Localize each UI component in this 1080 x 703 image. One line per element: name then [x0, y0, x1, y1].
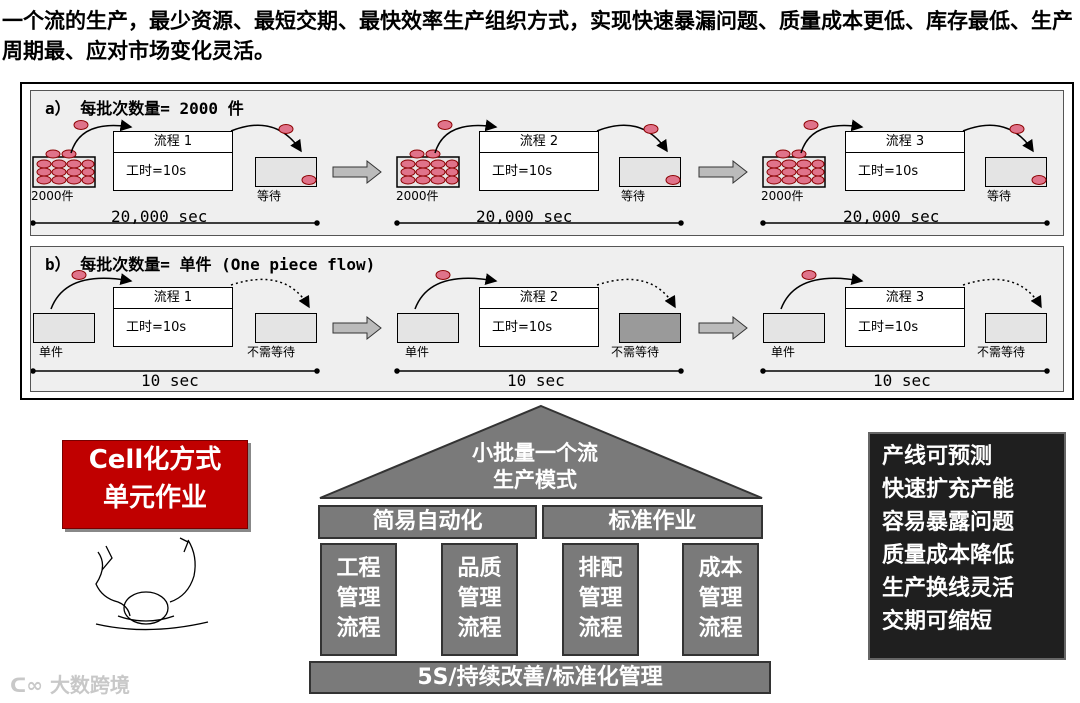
process-time: 工时=10s [492, 320, 553, 335]
process-name: 流程 3 [846, 288, 964, 309]
output-wait-box [985, 157, 1047, 187]
input-label: 单件 [405, 345, 430, 359]
cell-sign-line2: 单元作业 [102, 483, 207, 513]
timeline-icon [31, 368, 1050, 374]
timeline-icon [31, 220, 1050, 226]
panel-b-title: b） 每批次数量= 单件 (One piece flow) [45, 255, 376, 274]
transfer-arrow-icon [332, 159, 382, 185]
process-time: 工时=10s [858, 164, 919, 179]
process-box-3: 流程 3 工时=10s [845, 131, 965, 191]
beam-standard-work: 标准作业 [542, 505, 763, 539]
input-label: 2000件 [761, 189, 804, 203]
input-label: 单件 [39, 345, 64, 359]
watermark-logo-icon: ᑕ∞ [10, 673, 50, 697]
pillar-text: 管理 [698, 586, 743, 611]
panel-one-piece-flow: b） 每批次数量= 单件 (One piece flow) 流程 1 工时=10… [30, 246, 1064, 392]
process-time: 工时=10s [858, 320, 919, 335]
output-label: 等待 [987, 189, 1012, 203]
pillar-text: 品质 [457, 556, 502, 581]
benefit-item: 快速扩充产能 [882, 477, 1015, 502]
pillar-engineering: 工程 管理 流程 [320, 543, 397, 656]
duration-label: 20,000 sec [111, 207, 208, 226]
input-label: 2000件 [396, 189, 439, 203]
parts-stack-icon [32, 149, 96, 188]
foundation-base: 5S/持续改善/标准化管理 [309, 661, 771, 694]
cell-method-sign: Cell化方式 单元作业 [62, 440, 248, 529]
duration-label: 10 sec [507, 371, 565, 390]
house-roof-label: 小批量一个流 生产模式 [440, 440, 630, 494]
process-time: 工时=10s [126, 164, 187, 179]
pillar-text: 管理 [336, 586, 381, 611]
output-box [619, 313, 681, 343]
pillar-text: 管理 [578, 586, 623, 611]
pillar-cost: 成本 管理 流程 [682, 543, 759, 656]
cell-sign-line1: Cell化方式 [88, 445, 222, 475]
pillar-text: 流程 [698, 616, 743, 641]
process-name: 流程 1 [114, 132, 232, 153]
process-time: 工时=10s [126, 320, 187, 335]
duration-label: 20,000 sec [843, 207, 940, 226]
pillar-text: 排配 [578, 556, 623, 581]
duration-label: 10 sec [141, 371, 199, 390]
pillar-text: 成本 [698, 556, 743, 581]
panel-b-flow-graphics [31, 270, 1050, 374]
process-name: 流程 2 [480, 288, 598, 309]
roof-line1: 小批量一个流 [472, 441, 598, 465]
pillar-quality: 品质 管理 流程 [441, 543, 518, 656]
process-name: 流程 2 [480, 132, 598, 153]
roof-line2: 生产模式 [493, 468, 577, 492]
process-box-2: 流程 2 工时=10s [479, 131, 599, 191]
panel-batch-2000: a） 每批次数量= 2000 件 流程 1 工时=10s 2000件 等待 20… [30, 90, 1064, 236]
output-box [255, 313, 317, 343]
output-label: 不需等待 [611, 345, 660, 359]
process-box-1: 流程 1 工时=10s [113, 131, 233, 191]
transfer-arrow-icon [698, 315, 748, 341]
panel-a-title: a） 每批次数量= 2000 件 [45, 99, 244, 118]
pillar-text: 流程 [336, 616, 381, 641]
benefit-item: 交期可缩短 [882, 609, 993, 634]
duration-label: 20,000 sec [476, 207, 573, 226]
cell-operator-sketch-icon [95, 537, 209, 631]
input-box [763, 313, 825, 343]
output-wait-box [619, 157, 681, 187]
output-box [985, 313, 1047, 343]
panel-a-flow-graphics [31, 119, 1050, 226]
pillar-text: 流程 [457, 616, 502, 641]
duration-label: 10 sec [873, 371, 931, 390]
headline: 一个流的生产，最少资源、最短交期、最快效率生产组织方式，实现快速暴漏问题、质量成… [2, 9, 1073, 63]
output-label: 等待 [257, 189, 282, 203]
benefit-item: 产线可预测 [882, 444, 993, 469]
input-box [397, 313, 459, 343]
process-box-1: 流程 1 工时=10s [113, 287, 233, 347]
pillar-text: 工程 [336, 556, 381, 581]
pillar-text: 管理 [457, 586, 502, 611]
benefit-item: 质量成本降低 [882, 543, 1015, 568]
process-box-3: 流程 3 工时=10s [845, 287, 965, 347]
process-time: 工时=10s [492, 164, 553, 179]
parts-stack-icon [762, 149, 826, 188]
pillar-scheduling: 排配 管理 流程 [562, 543, 639, 656]
process-name: 流程 1 [114, 288, 232, 309]
benefits-panel: 产线可预测 快速扩充产能 容易暴露问题 质量成本降低 生产换线灵活 交期可缩短 [868, 432, 1066, 660]
input-label: 2000件 [31, 189, 74, 203]
watermark: ᑕ∞ 大数跨境 [10, 669, 130, 698]
process-name: 流程 3 [846, 132, 964, 153]
transfer-arrow-icon [332, 315, 382, 341]
pillar-text: 流程 [578, 616, 623, 641]
house-roof-icon [319, 404, 763, 499]
input-box [33, 313, 95, 343]
benefit-item: 容易暴露问题 [882, 510, 1015, 535]
output-label: 等待 [621, 189, 646, 203]
output-label: 不需等待 [247, 345, 296, 359]
process-box-2: 流程 2 工时=10s [479, 287, 599, 347]
output-label: 不需等待 [977, 345, 1026, 359]
beam-simple-automation: 简易自动化 [318, 505, 537, 539]
watermark-text: 大数跨境 [49, 673, 130, 697]
input-label: 单件 [771, 345, 796, 359]
batch-comparison-frame: a） 每批次数量= 2000 件 流程 1 工时=10s 2000件 等待 20… [20, 82, 1074, 400]
parts-stack-icon [396, 149, 460, 188]
benefit-item: 生产换线灵活 [882, 576, 1015, 601]
transfer-arrow-icon [698, 159, 748, 185]
